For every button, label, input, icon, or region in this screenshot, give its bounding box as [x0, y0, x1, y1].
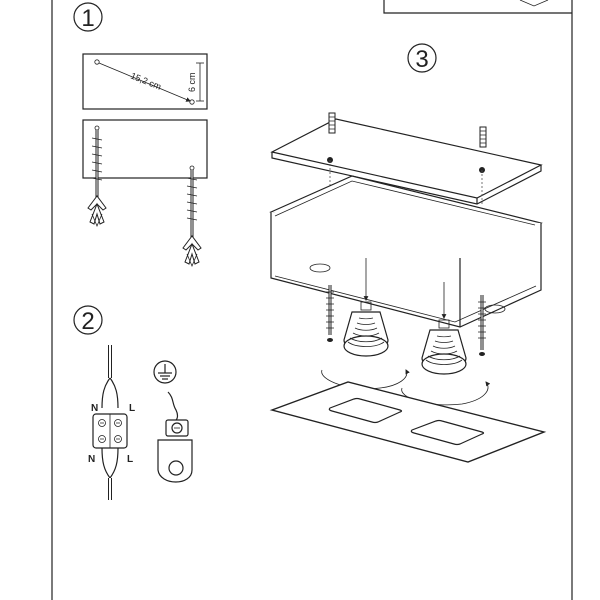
step-2-number: 2	[81, 308, 94, 335]
top-live-label: L	[129, 403, 135, 414]
gu10-bulb-right	[421, 282, 467, 375]
drilling-template	[82, 119, 208, 179]
step-3-badge: 3	[407, 43, 437, 73]
diagonal-dimension-line	[98, 62, 191, 102]
cover-opening-right	[410, 419, 485, 446]
plate-screw-right	[479, 126, 487, 148]
screw-and-anchor-right	[182, 170, 202, 268]
step-1-badge: 1	[73, 2, 103, 32]
lamp-housing	[269, 175, 543, 328]
cover-frame	[269, 381, 547, 463]
bottom-neutral-label: N	[88, 454, 95, 465]
screw-and-anchor-left	[87, 130, 107, 228]
plate-screw-left	[328, 112, 336, 134]
diagonal-dimension-label: 15,2 cm	[129, 71, 162, 92]
top-neutral-label: N	[91, 403, 98, 414]
mounting-plate	[270, 118, 543, 205]
ground-connection	[153, 360, 193, 483]
rotation-arrow-right	[401, 381, 491, 406]
cover-opening-left	[328, 397, 403, 424]
housing-screw-left	[326, 285, 334, 342]
step-3-number: 3	[415, 46, 428, 73]
height-dimension-label: 6 cm	[187, 72, 197, 92]
terminal-block-wiring: N L N L	[88, 345, 135, 500]
gu10-bulb-left	[343, 258, 389, 357]
step-1-number: 1	[81, 5, 94, 32]
bottom-live-label: L	[127, 454, 133, 465]
rotation-arrow-left	[321, 369, 410, 390]
previous-panel-fragment	[383, 0, 572, 14]
mounting-plate-template: 15,2 cm 6 cm	[82, 53, 208, 110]
housing-screw-right	[478, 295, 486, 356]
step-2-badge: 2	[73, 305, 103, 335]
